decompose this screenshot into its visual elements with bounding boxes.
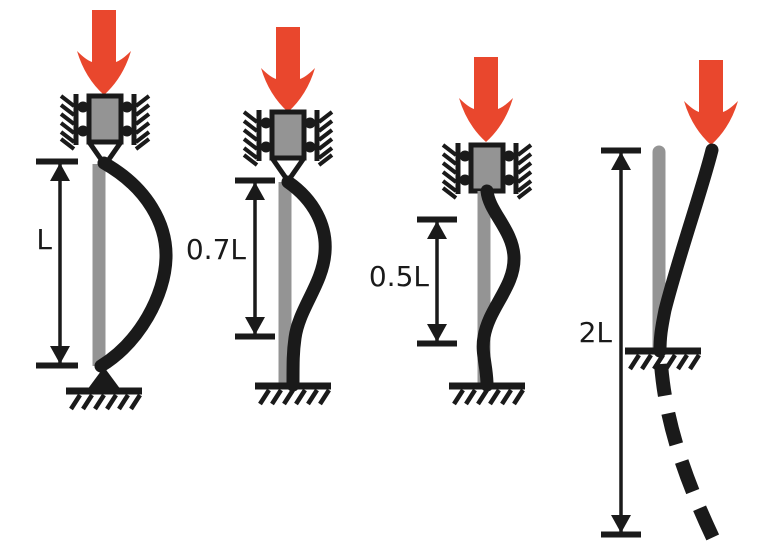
buckled-column bbox=[476, 184, 521, 392]
mirrored-buckled-extension bbox=[654, 363, 720, 541]
ground-hatch-icon bbox=[449, 386, 525, 404]
effective-length-label-3: 0.5L bbox=[369, 260, 430, 293]
ground-hatch-icon bbox=[255, 386, 331, 404]
dimension-0.7L: 0.7L bbox=[186, 177, 275, 340]
load-arrow-icon bbox=[684, 60, 738, 145]
column-case-fixed-free: 2L bbox=[579, 60, 738, 541]
column-case-fixed-pinned: 0.7L bbox=[186, 27, 332, 404]
effective-length-label-4: 2L bbox=[579, 316, 613, 349]
bottom-pin-icon bbox=[87, 367, 121, 390]
dimension-L: L bbox=[36, 158, 78, 369]
dimension-2L: 2L bbox=[579, 147, 641, 538]
effective-length-label-2: 0.7L bbox=[186, 233, 247, 266]
load-arrow-icon bbox=[77, 10, 131, 95]
buckled-column bbox=[281, 175, 332, 392]
buckled-column bbox=[653, 143, 719, 358]
effective-length-label-1: L bbox=[36, 223, 52, 256]
column-case-fixed-fixed: 0.5L bbox=[369, 57, 531, 404]
load-arrow-icon bbox=[459, 57, 513, 142]
ground-hatch-icon bbox=[66, 391, 142, 409]
buckled-column bbox=[94, 156, 173, 373]
column-case-pinned-pinned: L bbox=[36, 10, 173, 409]
dimension-0.5L: 0.5L bbox=[369, 216, 457, 347]
load-arrow-icon bbox=[261, 27, 315, 112]
